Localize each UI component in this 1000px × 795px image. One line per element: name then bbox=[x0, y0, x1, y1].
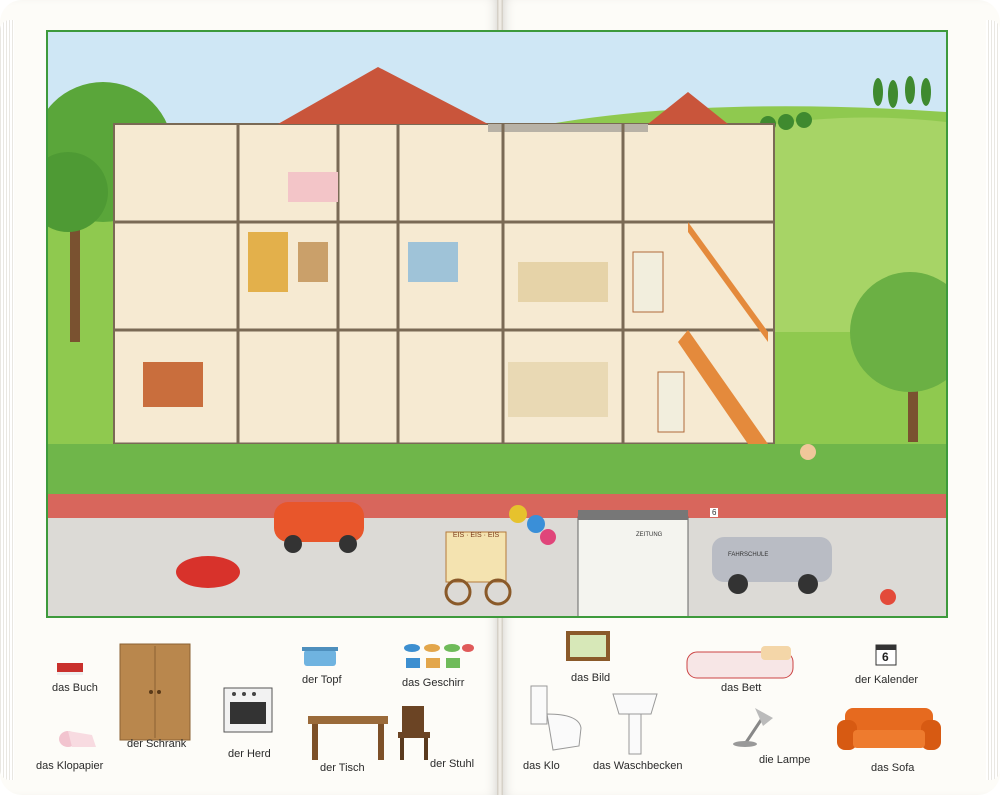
dishes-icon bbox=[404, 644, 474, 668]
scene-svg bbox=[48, 32, 946, 616]
table-icon bbox=[308, 716, 388, 760]
sofa-icon bbox=[837, 708, 941, 750]
vocab-buch: das Buch bbox=[52, 682, 98, 694]
vocab-waschbecken: das Waschbecken bbox=[593, 760, 683, 772]
right-page-edges bbox=[986, 20, 1000, 780]
kiosk-poster-sign: ZEITUNG bbox=[636, 532, 663, 538]
calendar-day: 6 bbox=[882, 650, 889, 664]
wardrobe-icon bbox=[119, 643, 191, 741]
vocab-topf: der Topf bbox=[302, 674, 342, 686]
toilet-paper-icon bbox=[59, 731, 96, 747]
vocab-stuhl: der Stuhl bbox=[430, 758, 475, 770]
vocab-lampe: die Lampe bbox=[759, 754, 811, 766]
washbasin-icon bbox=[612, 693, 658, 755]
car-sign: FAHRSCHULE bbox=[728, 552, 769, 558]
book-icon bbox=[57, 663, 83, 675]
toilet-icon bbox=[530, 685, 582, 751]
vocab-bild: das Bild bbox=[571, 672, 611, 684]
pot-icon bbox=[302, 647, 338, 666]
vocab-herd: der Herd bbox=[228, 748, 271, 760]
bed-icon bbox=[686, 646, 794, 679]
vocab-geschirr: das Geschirr bbox=[402, 677, 465, 689]
vocab-klopapier: das Klopapier bbox=[36, 760, 104, 772]
vocabulary-right: das Bild das Klo das Waschbecken das Bet… bbox=[501, 620, 1000, 795]
lamp-icon bbox=[733, 708, 773, 747]
vocabulary-left: das Buch das Klopapier der Schrank der H… bbox=[0, 620, 499, 795]
picture-icon bbox=[566, 631, 610, 661]
house-scene-illustration: EIS · EIS · EIS ZEITUNG FAHRSCHULE 6 bbox=[46, 30, 948, 618]
ice-cart-sign: EIS · EIS · EIS bbox=[452, 532, 500, 539]
left-page-edges bbox=[0, 20, 14, 780]
vocab-klo: das Klo bbox=[523, 760, 560, 772]
chair-icon bbox=[398, 706, 430, 760]
calendar-sign: 6 bbox=[710, 508, 719, 517]
vocab-bett: das Bett bbox=[721, 682, 762, 694]
vocab-schrank: der Schrank bbox=[127, 738, 187, 750]
vocab-tisch: der Tisch bbox=[320, 762, 365, 774]
vocab-kalender: der Kalender bbox=[855, 674, 918, 686]
stove-icon bbox=[223, 687, 273, 733]
calendar-icon bbox=[875, 644, 897, 666]
vocab-sofa: das Sofa bbox=[871, 762, 915, 774]
